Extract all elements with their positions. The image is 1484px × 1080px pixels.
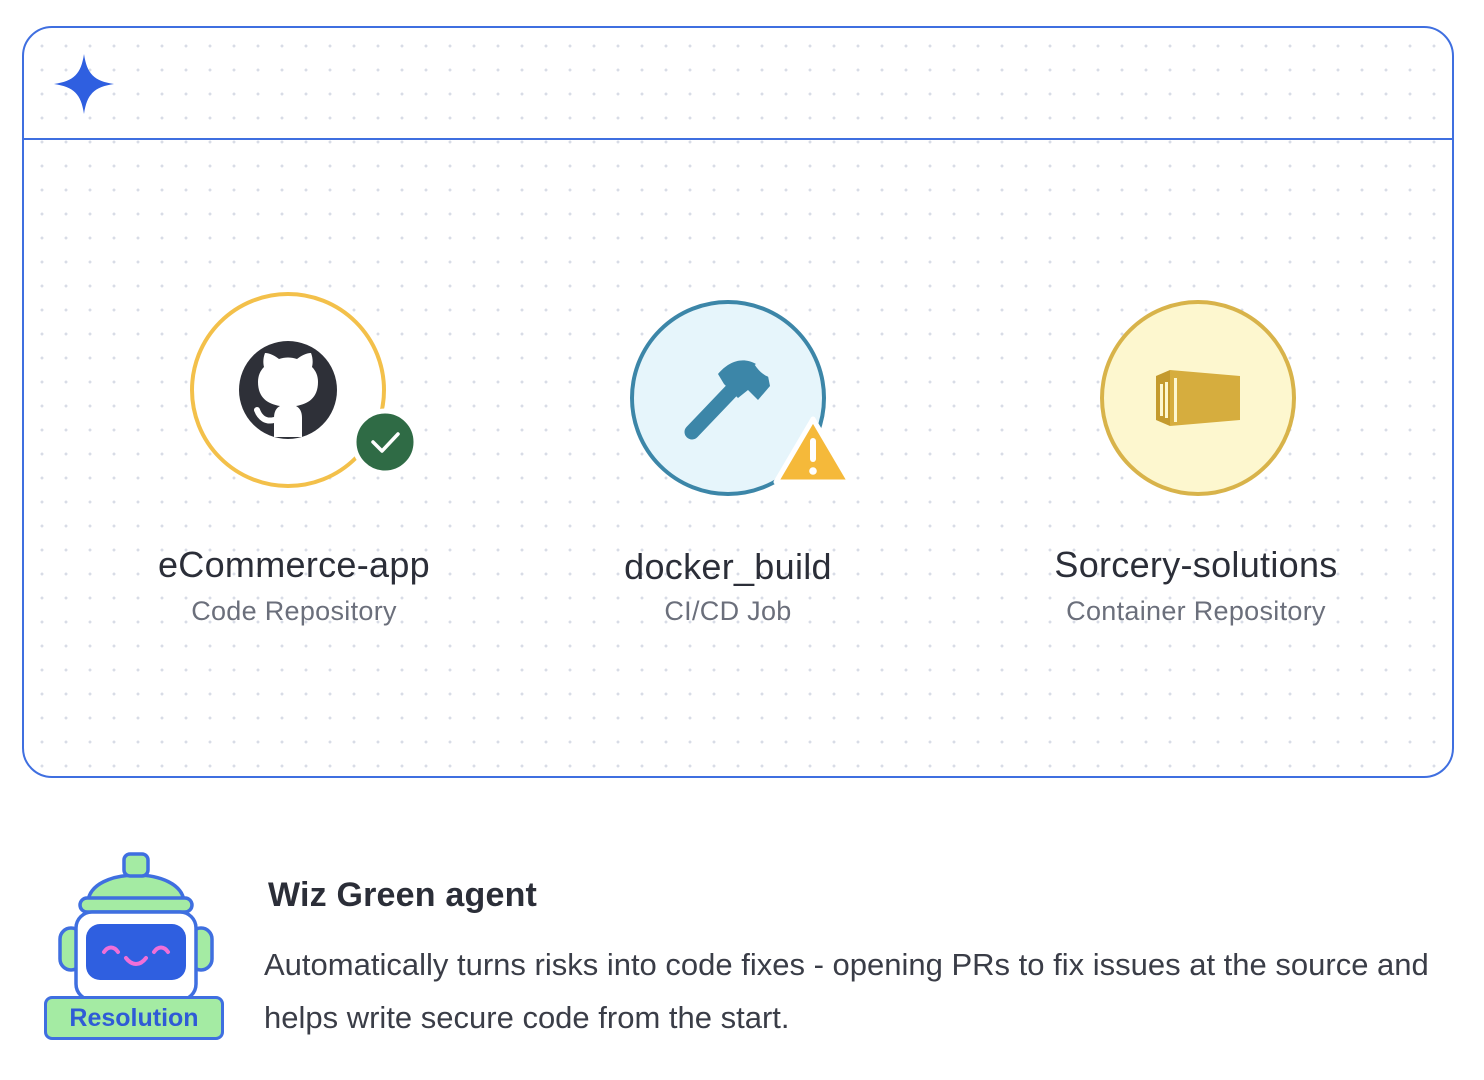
node-type-code-repository: Code Repository [191, 596, 397, 626]
pipeline-diagram [190, 292, 1452, 496]
github-icon [239, 341, 337, 439]
robot-icon [58, 852, 214, 1000]
check-badge-icon [351, 408, 419, 476]
agent-avatar: Resolution [40, 850, 232, 1050]
sparkle-icon [54, 54, 114, 114]
agent-description: Automatically turns risks into code fixe… [264, 947, 1429, 1035]
node-sorcery-solutions[interactable] [1100, 300, 1296, 496]
agent-title: Wiz Green agent [268, 876, 538, 914]
pipeline-card: eCommerce-app Code Repository docker_bui… [22, 26, 1454, 778]
card-divider [24, 138, 1452, 140]
node-type-cicd-job: CI/CD Job [664, 596, 792, 626]
warning-icon [773, 416, 853, 485]
container-icon [1156, 370, 1240, 426]
node-name-ecommerce-app: eCommerce-app [157, 544, 430, 585]
node-type-container-repository: Container Repository [1066, 596, 1326, 626]
node-name-docker-build: docker_build [624, 546, 832, 587]
node-docker-build[interactable] [630, 300, 853, 496]
node-ecommerce-app[interactable] [190, 292, 419, 488]
hammer-icon [684, 360, 771, 440]
resolution-badge: Resolution [44, 996, 224, 1040]
node-name-sorcery-solutions: Sorcery-solutions [1054, 544, 1338, 585]
